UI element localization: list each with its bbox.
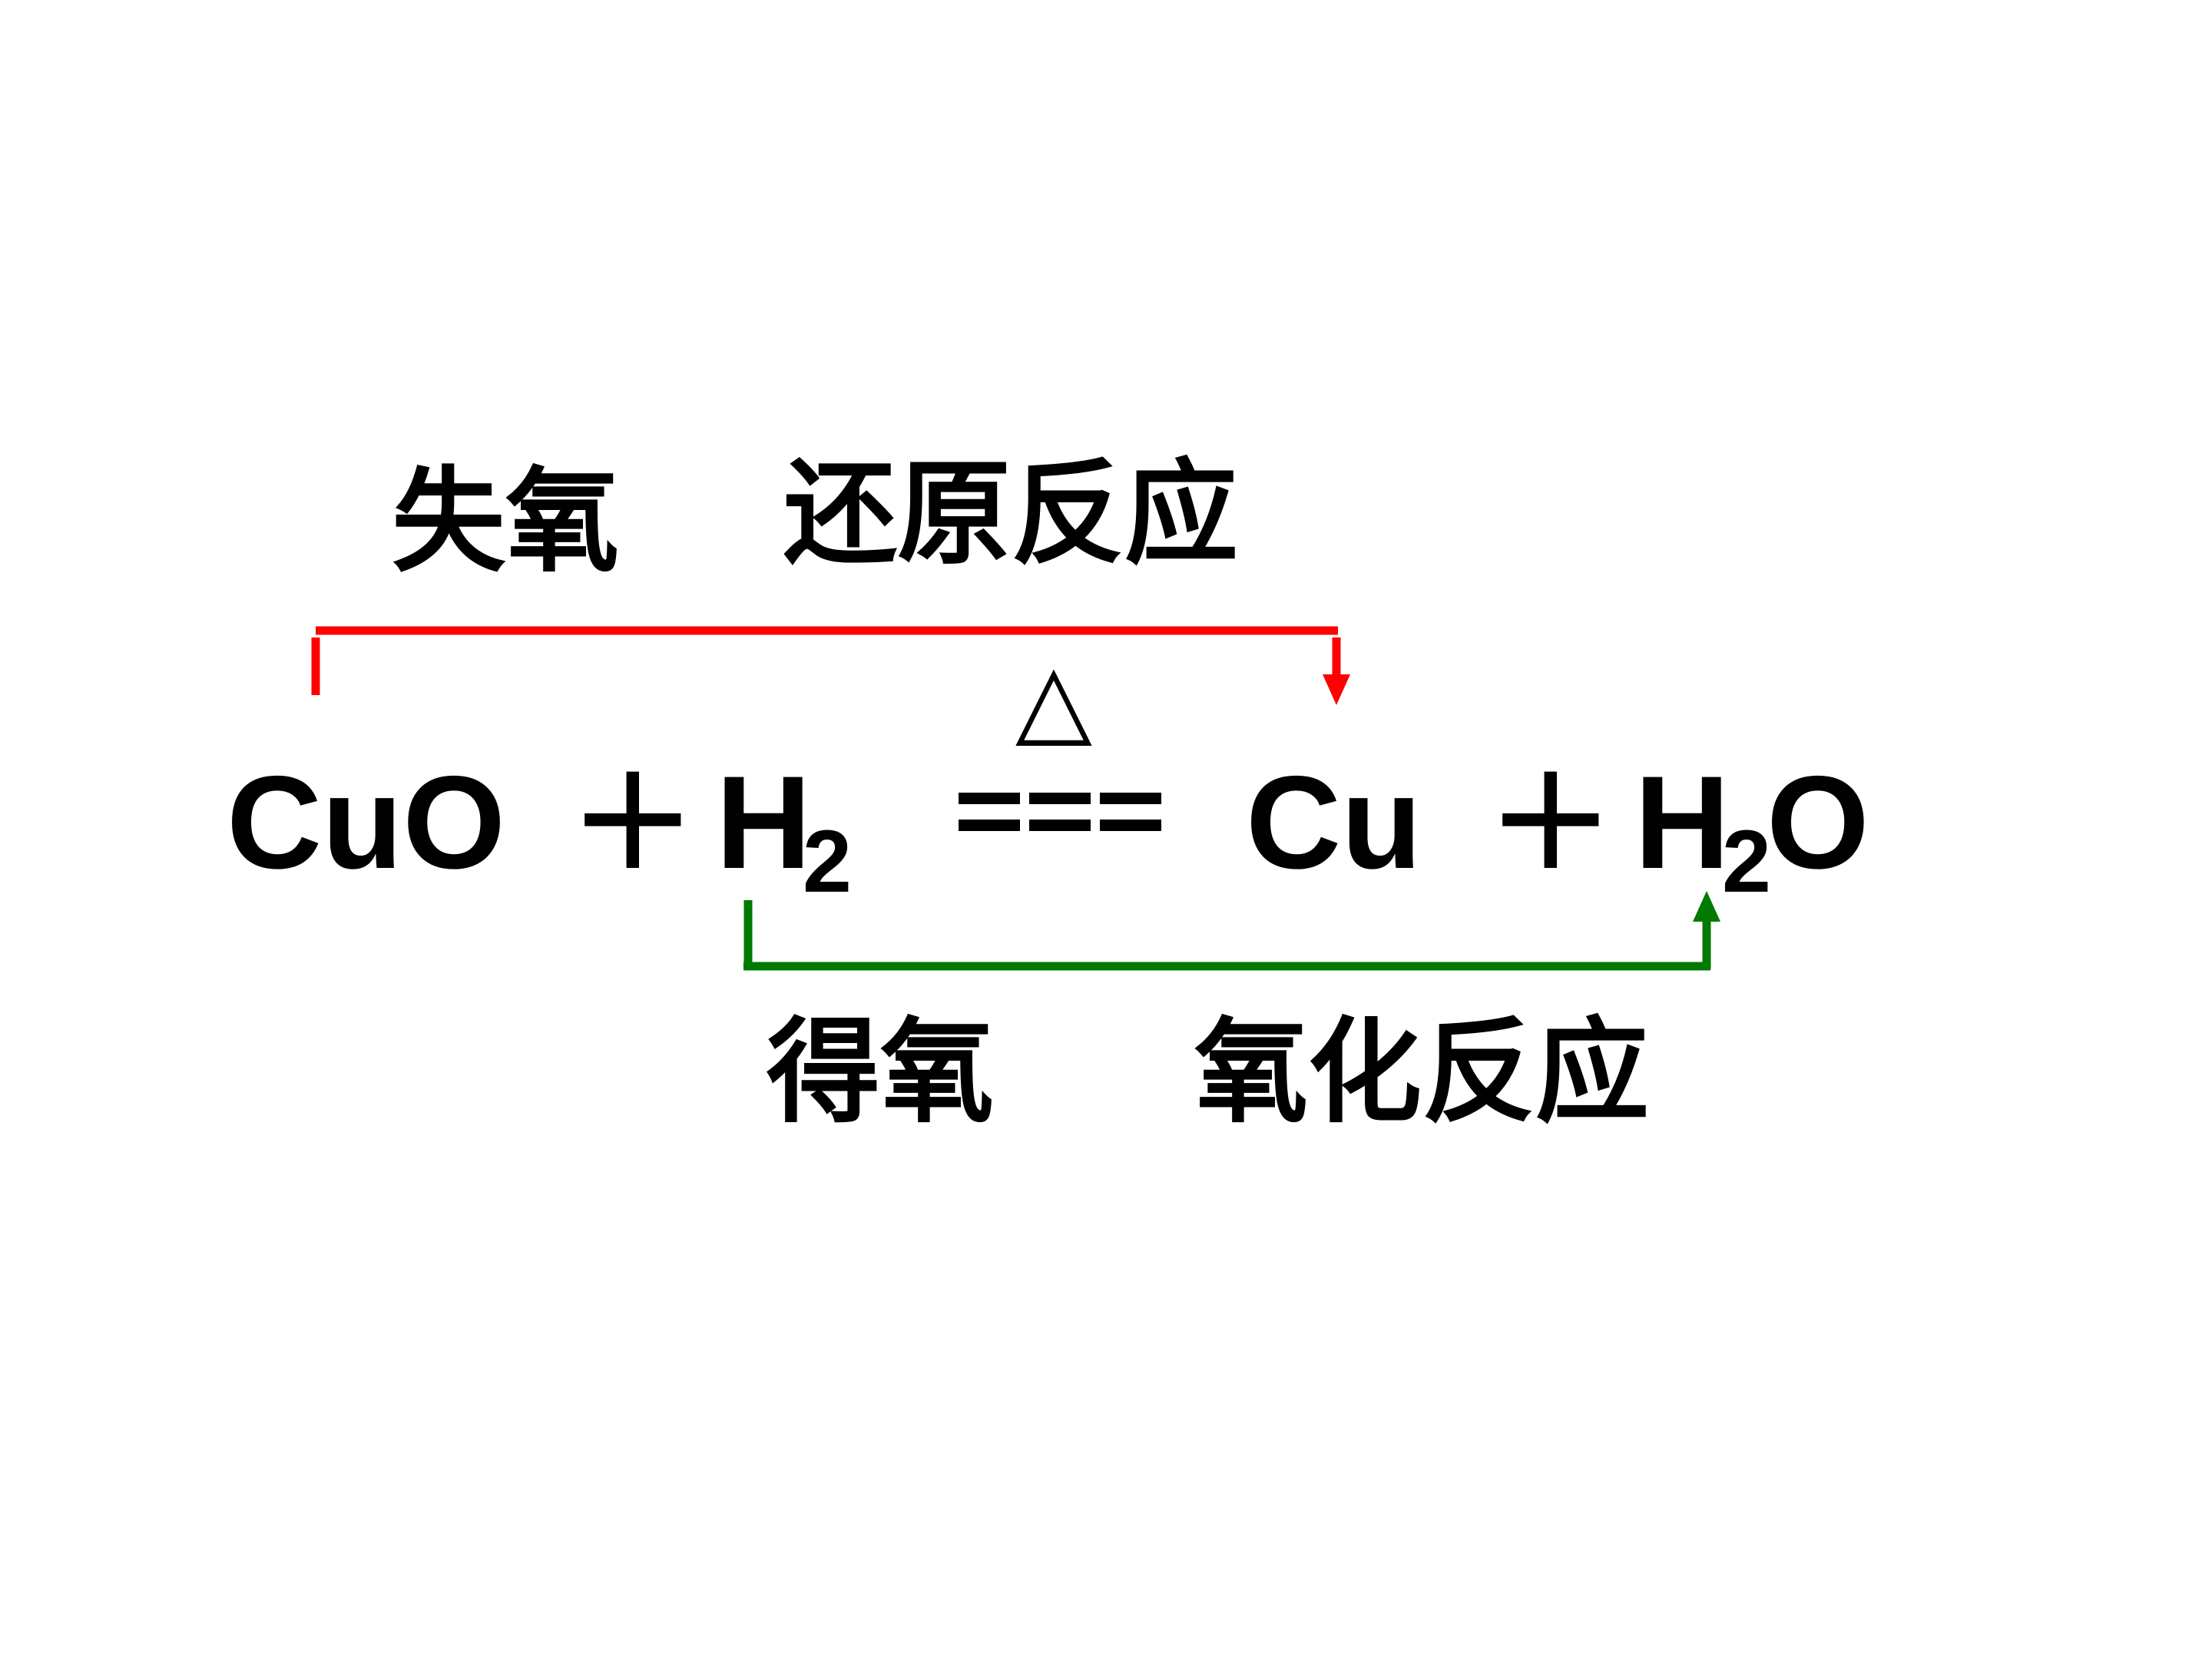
label-reduction-reaction: 还原反应 [783, 448, 1238, 580]
oxidation-bracket [743, 891, 1720, 971]
plus-sign-2: + [1486, 726, 1615, 905]
equals-bar-2b [1029, 820, 1091, 831]
reactant-h-element: H [716, 749, 812, 896]
equals-bar-3a [1100, 793, 1161, 804]
product-h-element: H [1634, 749, 1730, 896]
reduction-bracket [311, 626, 1350, 705]
plus-sign-1: + [568, 726, 697, 905]
equals-bar-2a [1029, 793, 1091, 804]
product-o-element: O [1767, 749, 1869, 896]
equals-bar-1b [959, 820, 1020, 831]
equals-bar-3b [1100, 820, 1161, 831]
reduction-arrowhead [1323, 674, 1350, 705]
reactant-h-subscript: 2 [803, 813, 852, 911]
reactant-cuo: CuO [227, 749, 506, 896]
product-cu: Cu [1246, 749, 1422, 896]
label-oxidation-reaction: 氧化反应 [1194, 1006, 1649, 1138]
heat-condition-symbol: △ [1015, 641, 1092, 757]
label-loses-oxygen: 失氧 [392, 455, 619, 588]
label-gains-oxygen: 得氧 [767, 1006, 994, 1138]
oxidation-arrowhead [1693, 891, 1720, 922]
product-h-subscript: 2 [1722, 813, 1771, 911]
equals-bar-1a [959, 793, 1020, 804]
